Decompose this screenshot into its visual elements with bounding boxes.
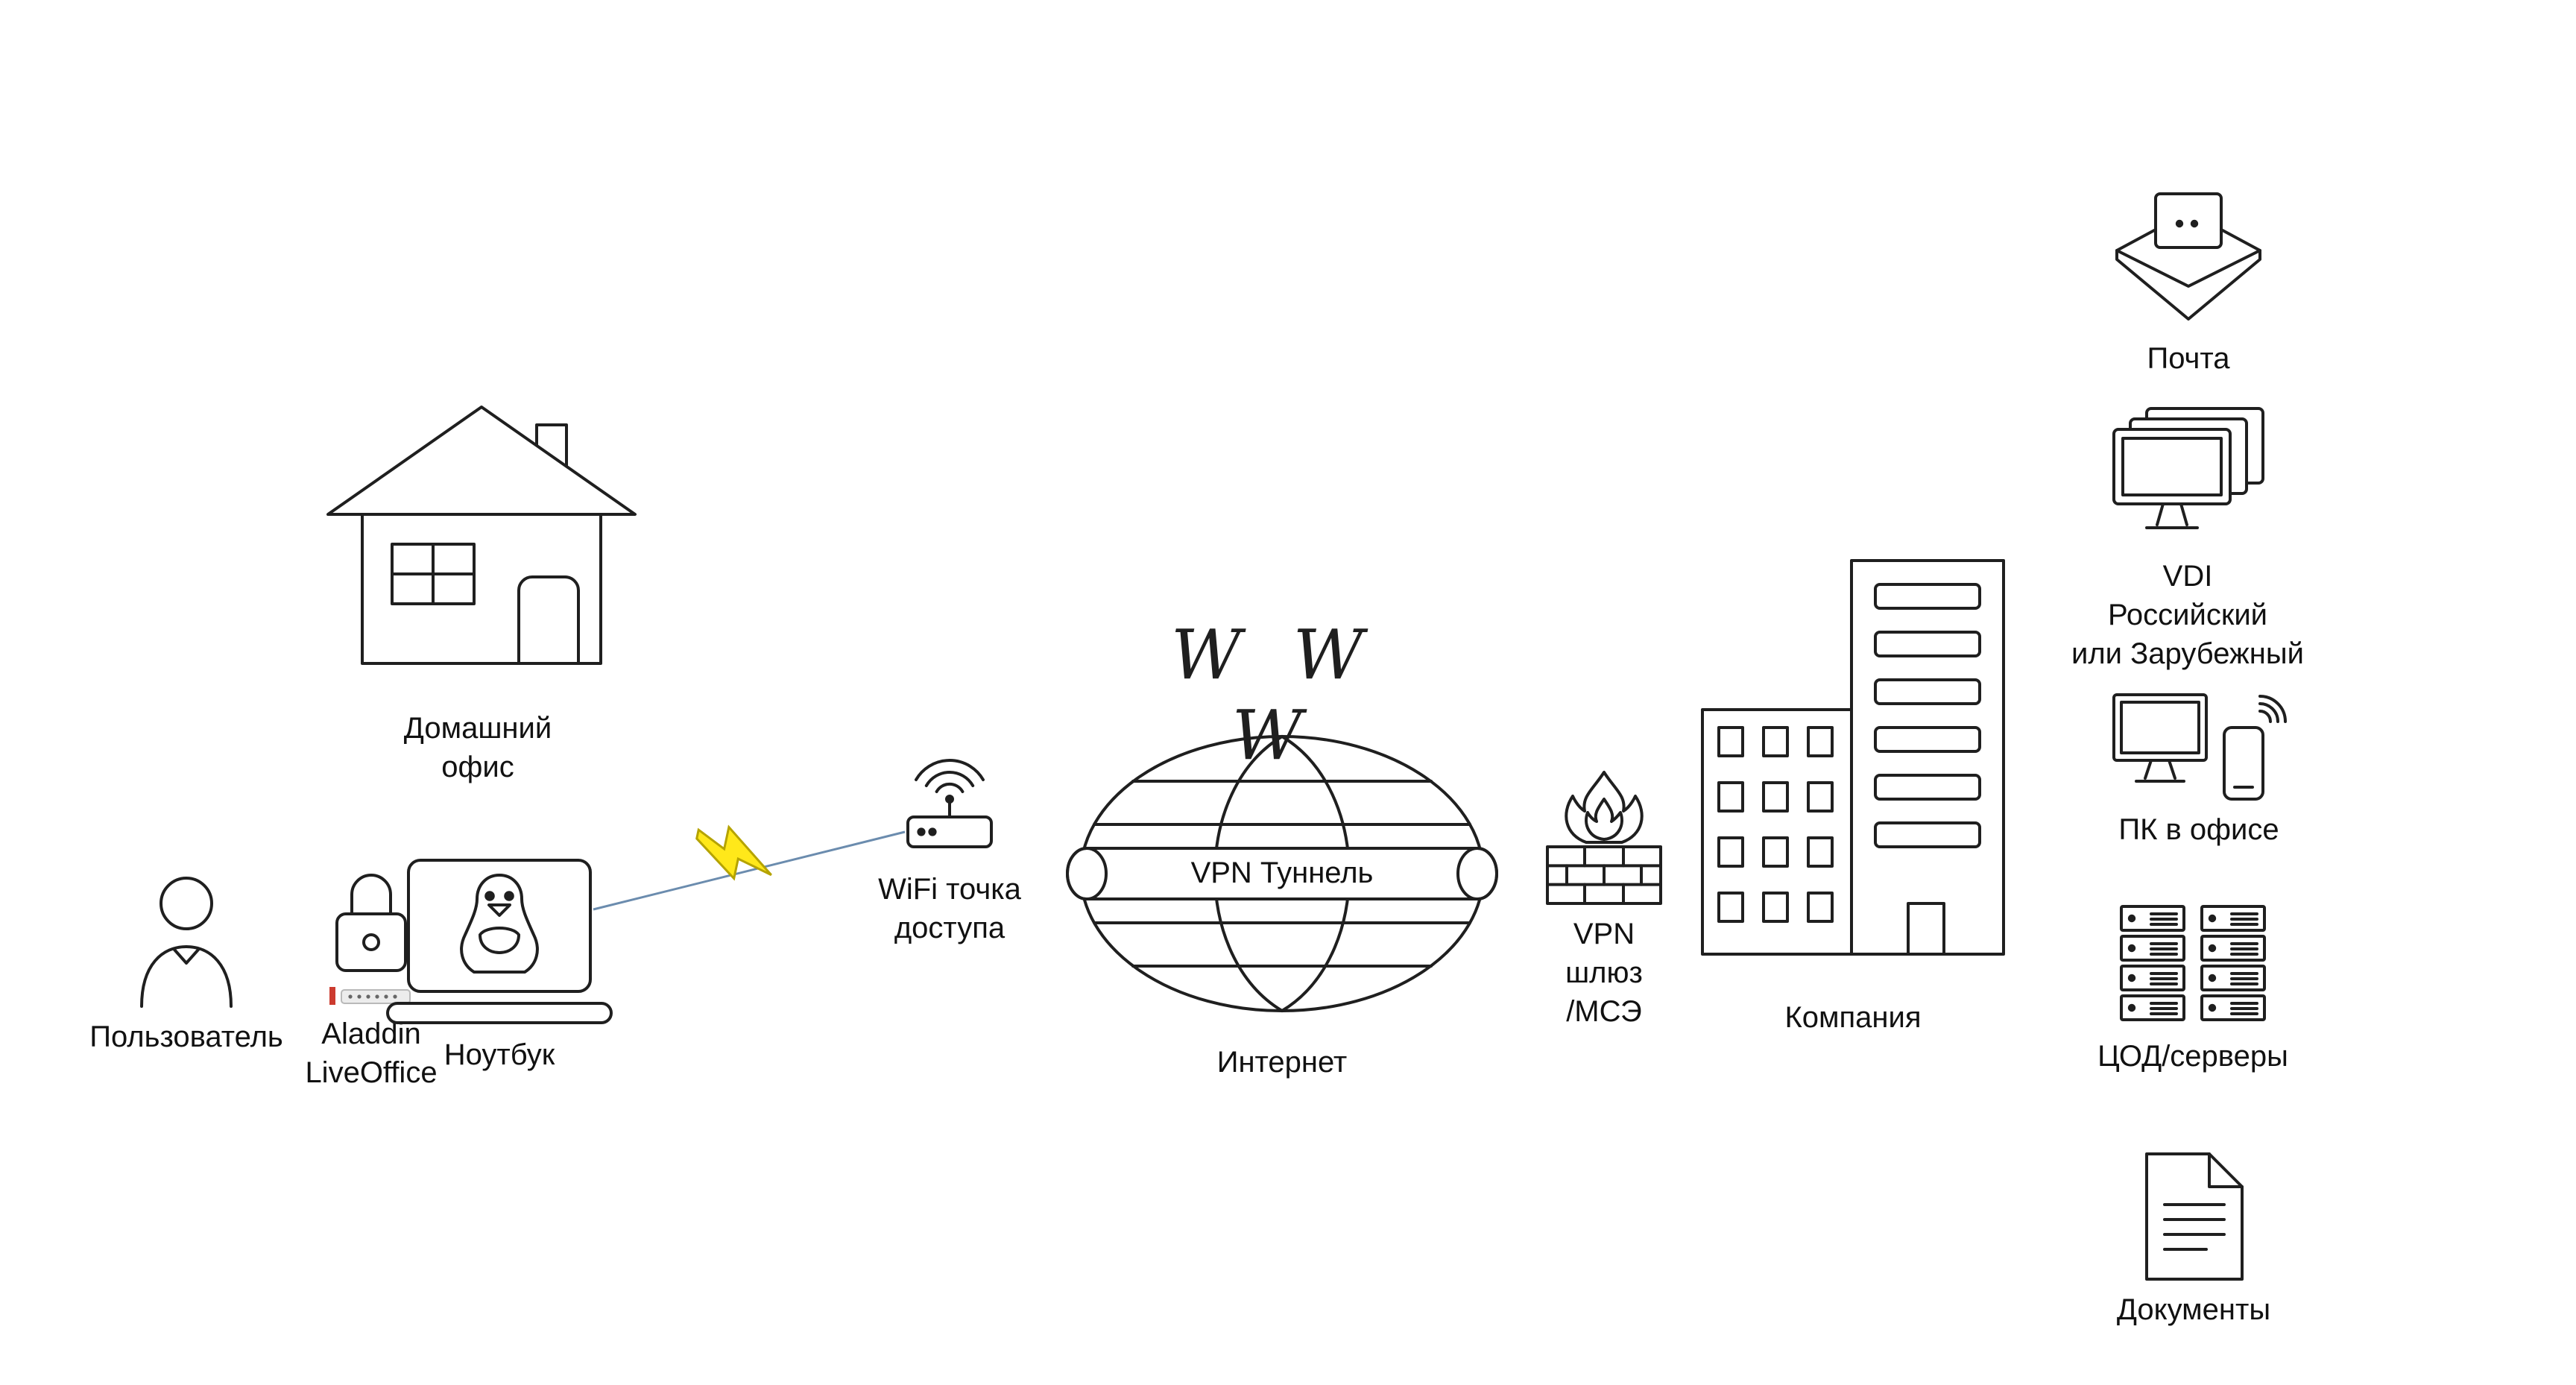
brick-wall-icon bbox=[1546, 845, 1662, 905]
node-home-office: Домашний офис bbox=[295, 373, 660, 787]
vpn-tunnel-label: VPN Туннель bbox=[1190, 857, 1374, 890]
internet-label: Интернет bbox=[1216, 1047, 1348, 1079]
server-racks-icon bbox=[2120, 905, 2266, 1021]
node-mail: Почта bbox=[2099, 191, 2278, 379]
vdi-label: VDI Российский или Зарубежный bbox=[2071, 561, 2304, 671]
house-icon bbox=[326, 406, 637, 665]
padlock-icon bbox=[335, 874, 407, 972]
company-label: Компания bbox=[1784, 1002, 1922, 1035]
node-company: Компания bbox=[1696, 558, 2010, 1038]
node-vdi: VDI Российский или Зарубежный bbox=[2065, 406, 2311, 674]
lightning-bolt-icon bbox=[695, 824, 772, 881]
office-pc-label: ПК в офисе bbox=[2118, 814, 2279, 847]
node-user: Пользователь bbox=[89, 872, 283, 1057]
node-wifi-ap: WiFi точка доступа bbox=[868, 731, 1032, 948]
laptop-with-penguin-icon bbox=[386, 859, 613, 1024]
desktop-and-phone-icon bbox=[2112, 693, 2287, 801]
connection-line bbox=[593, 830, 906, 911]
www-text: W W W bbox=[1170, 614, 1379, 775]
home-office-label: Домашний офис bbox=[403, 713, 552, 784]
laptop-label: Ноутбук bbox=[443, 1039, 555, 1072]
buildings-icon bbox=[1701, 559, 2005, 956]
vdi-monitors-icon bbox=[2112, 407, 2264, 529]
mail-label: Почта bbox=[2147, 343, 2230, 376]
node-datacenter: ЦОД/серверы bbox=[2081, 903, 2305, 1076]
person-icon bbox=[140, 877, 233, 1008]
node-documents: Документы bbox=[2093, 1151, 2294, 1330]
node-office-pc: ПК в офисе bbox=[2094, 686, 2303, 850]
document-icon bbox=[2144, 1152, 2243, 1281]
user-label: Пользователь bbox=[89, 1021, 283, 1054]
vpn-gateway-label: VPN шлюз /МСЭ bbox=[1565, 918, 1643, 1029]
node-laptop: Ноутбук bbox=[380, 857, 619, 1075]
datacenter-label: ЦОД/серверы bbox=[2097, 1041, 2288, 1073]
node-vpn-gateway: VPN шлюз /МСЭ bbox=[1532, 769, 1676, 1032]
globe-icon bbox=[1066, 735, 1498, 1012]
wifi-router-icon bbox=[906, 759, 993, 848]
usb-token-icon bbox=[329, 987, 411, 1005]
envelope-icon bbox=[2115, 192, 2261, 321]
documents-label: Документы bbox=[2116, 1294, 2271, 1327]
wifi-ap-label: WiFi точка доступа bbox=[878, 874, 1021, 945]
firewall-flame-icon bbox=[1565, 771, 1644, 844]
